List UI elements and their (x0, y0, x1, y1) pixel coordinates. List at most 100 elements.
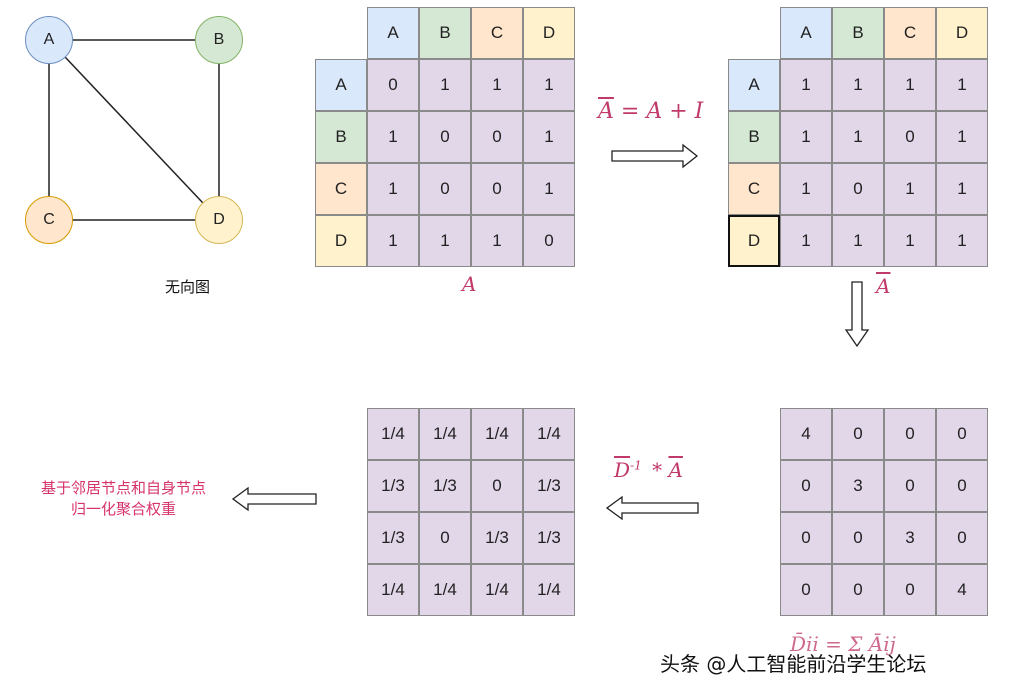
matrix-a-bar-cell: 1 (884, 59, 936, 111)
matrix-norm-cell: 1/3 (419, 460, 471, 512)
formula-d-bar: D (614, 458, 631, 482)
matrix-a-bar-cell: 1 (884, 215, 936, 267)
matrix-a-cell: 1 (367, 215, 419, 267)
matrix-a-cell: 1 (523, 163, 575, 215)
matrix-a-row-header: A (315, 59, 367, 111)
matrix-norm-cell: 1/4 (471, 564, 523, 616)
matrix-a-bar-row-header: C (728, 163, 780, 215)
matrix-a-bar-cell: 1 (936, 163, 988, 215)
matrix-a-bar-row-header: B (728, 111, 780, 163)
matrix-a-cell: 1 (367, 111, 419, 163)
matrix-d-cell: 0 (884, 408, 936, 460)
formula-a-bar: A (598, 99, 614, 124)
arrow-left-1 (605, 495, 699, 521)
degree-formula: D̄ii = Σ Āij (790, 632, 896, 656)
graph-caption: 无向图 (165, 278, 211, 296)
matrix-norm-cell: 1/4 (471, 408, 523, 460)
matrix-a-cell: 0 (523, 215, 575, 267)
matrix-a-cell: 0 (367, 59, 419, 111)
matrix-d-cell: 0 (884, 460, 936, 512)
matrix-a-col-header: A (367, 7, 419, 59)
matrix-d-cell: 0 (936, 512, 988, 564)
formula-a-plus-i-rhs: = A + I (620, 99, 704, 124)
matrix-d-cell: 0 (780, 512, 832, 564)
formula-exponent: -1 (630, 458, 642, 473)
matrix-a-bar-cell: 0 (884, 111, 936, 163)
matrix-a-cell: 0 (419, 163, 471, 215)
matrix-a-bar-col-header: C (884, 7, 936, 59)
matrix-d-cell: 0 (780, 460, 832, 512)
formula-d-inv-a: D-1 * A (614, 458, 683, 482)
matrix-d-cell: 0 (832, 564, 884, 616)
matrix-norm-cell: 1/3 (471, 512, 523, 564)
matrix-a-bar-cell: 1 (780, 59, 832, 111)
matrix-a-cell: 1 (471, 215, 523, 267)
matrix-d-cell: 0 (832, 408, 884, 460)
formula-a-bar-2: A (668, 458, 683, 482)
matrix-norm-cell: 1/4 (419, 408, 471, 460)
result-line-1: 基于邻居节点和自身节点 (40, 479, 206, 497)
node-c: C (25, 196, 73, 244)
matrix-a-bar-col-header: D (936, 7, 988, 59)
matrix-a-cell: 1 (367, 163, 419, 215)
matrix-a-bar-cell: 1 (832, 111, 884, 163)
node-a: A (25, 16, 73, 64)
matrix-a-bar-cell: 1 (936, 59, 988, 111)
matrix-a-row-header: C (315, 163, 367, 215)
arrow-left-2 (231, 486, 317, 512)
arrow-down (844, 281, 870, 348)
matrix-norm-cell: 0 (419, 512, 471, 564)
matrix-a-bar-row-header: D (728, 215, 780, 267)
matrix-a-cell: 0 (471, 163, 523, 215)
matrix-a-bar-row-header: A (728, 59, 780, 111)
matrix-a-bar-cell: 0 (832, 163, 884, 215)
matrix-norm-cell: 1/4 (523, 408, 575, 460)
matrix-a-bar-label: A (876, 274, 891, 298)
matrix-d-cell: 0 (936, 408, 988, 460)
matrix-a-cell: 0 (471, 111, 523, 163)
formula-a-plus-i: A = A + I (598, 99, 703, 124)
matrix-a-bar-cell: 1 (936, 111, 988, 163)
matrix-a-bar-cell: 1 (780, 111, 832, 163)
matrix-a-cell: 1 (471, 59, 523, 111)
matrix-a-bar-cell: 1 (936, 215, 988, 267)
node-b-label: B (213, 31, 225, 48)
matrix-norm-cell: 1/4 (419, 564, 471, 616)
matrix-d-cell: 4 (780, 408, 832, 460)
result-text: 基于邻居节点和自身节点 归一化聚合权重 (16, 478, 231, 520)
matrix-a-label: A (462, 272, 477, 296)
matrix-a-bar-cell: 1 (780, 163, 832, 215)
matrix-a-bar-cell: 1 (780, 215, 832, 267)
matrix-a-cell: 1 (419, 215, 471, 267)
matrix-a-row-header: D (315, 215, 367, 267)
matrix-d-cell: 0 (884, 564, 936, 616)
arrow-right-1 (611, 143, 699, 169)
matrix-a-cell: 1 (523, 111, 575, 163)
watermark: 头条 @人工智能前沿学生论坛 (660, 652, 927, 676)
matrix-a-col-header: C (471, 7, 523, 59)
matrix-norm-cell: 0 (471, 460, 523, 512)
node-a-label: A (43, 31, 55, 48)
matrix-a-bar-col-header: B (832, 7, 884, 59)
matrix-d-cell: 4 (936, 564, 988, 616)
matrix-a-row-header: B (315, 111, 367, 163)
edge-a-d (48, 39, 220, 221)
matrix-a-bar-cell: 1 (832, 59, 884, 111)
matrix-d-cell: 3 (884, 512, 936, 564)
matrix-d-cell: 0 (832, 512, 884, 564)
matrix-a-col-header: D (523, 7, 575, 59)
matrix-norm-cell: 1/4 (523, 564, 575, 616)
matrix-norm-cell: 1/3 (367, 512, 419, 564)
matrix-norm-cell: 1/4 (367, 564, 419, 616)
matrix-norm-cell: 1/3 (523, 512, 575, 564)
matrix-norm-cell: 1/3 (367, 460, 419, 512)
matrix-a-bar-cell: 1 (884, 163, 936, 215)
matrix-a-cell: 0 (419, 111, 471, 163)
matrix-norm-cell: 1/3 (523, 460, 575, 512)
matrix-a-bar-col-header: A (780, 7, 832, 59)
node-c-label: C (43, 211, 55, 228)
formula-star: * (652, 458, 663, 482)
matrix-a-cell: 1 (523, 59, 575, 111)
matrix-d-cell: 0 (936, 460, 988, 512)
